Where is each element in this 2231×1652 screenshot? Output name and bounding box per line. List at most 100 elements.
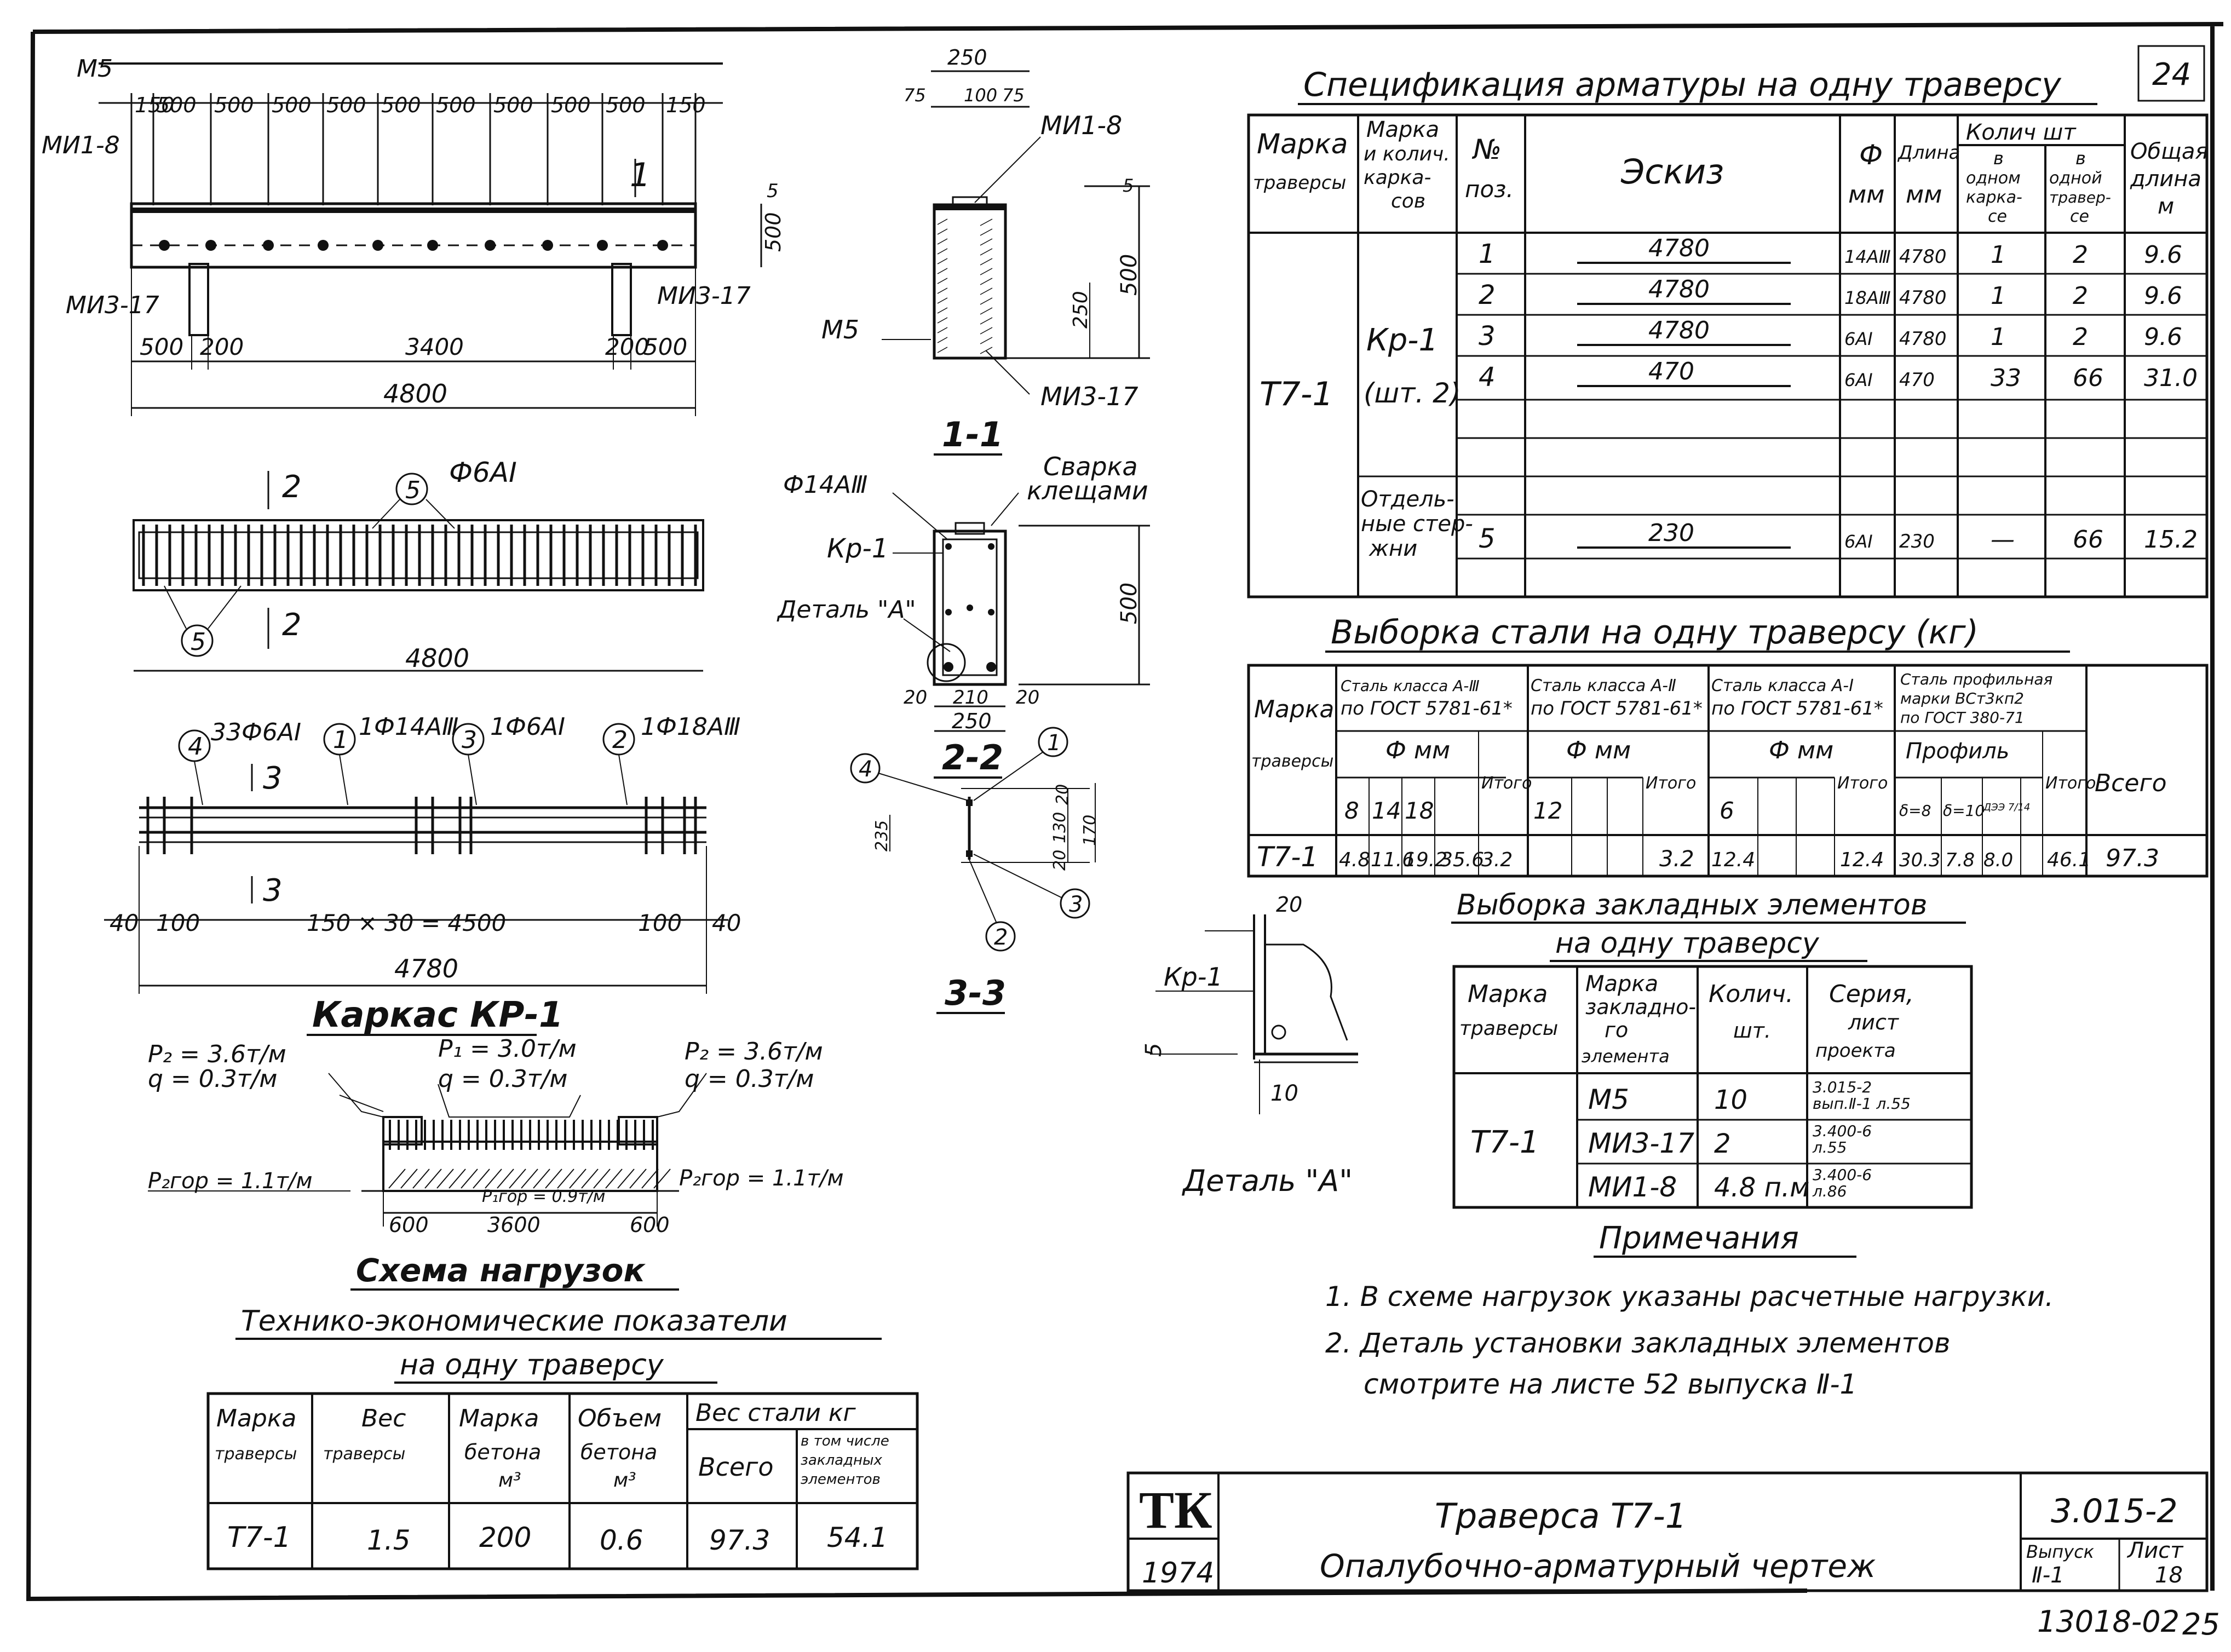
tb-sheet-label: Лист xyxy=(2126,1538,2184,1563)
spec-row-pos: 3 xyxy=(1479,321,1496,352)
sec33-pos-2: 2 xyxy=(994,925,1008,950)
steel-v-grand-total: 97.3 xyxy=(2106,844,2159,872)
steel-title: Выборка стали на одну траверсу (кг) xyxy=(1331,613,1979,652)
spec-h-qtyc-2: одном xyxy=(1966,169,2021,188)
spec-row-sketch: 230 xyxy=(1648,519,1694,547)
spec-row-qty-cage: 1 xyxy=(1991,282,2006,310)
cage-leader xyxy=(468,754,477,805)
elev-top-dim: 500 xyxy=(606,93,646,117)
spec-row-sketch: 4780 xyxy=(1648,234,1710,262)
spec-row-length: 4780 xyxy=(1899,328,1947,350)
concrete-hatch xyxy=(980,258,993,266)
tech-h-steel-total: Всего xyxy=(698,1452,773,1482)
sec22-bottom-1: 20 xyxy=(904,687,927,709)
steel-h-prof-d8: δ=8 xyxy=(1899,802,1931,820)
sec11-title: 1-1 xyxy=(942,415,1003,454)
load-title: Схема нагрузок xyxy=(356,1252,646,1289)
spec-sep-1: Отдель- xyxy=(1361,487,1454,512)
spec-h-pos-2: поз. xyxy=(1465,176,1514,203)
spec-row-qty-cage: 1 xyxy=(1991,241,2006,269)
sec11-d5: 5 xyxy=(1123,175,1134,196)
spec-row-sketch: 4780 xyxy=(1648,316,1710,344)
concrete-hatch xyxy=(980,297,993,305)
cage-dim: 100 xyxy=(638,910,682,936)
spec-row-diam: 14АⅢ xyxy=(1844,246,1891,267)
spec-h-qtyb-1: в xyxy=(2075,148,2086,169)
tech-h-mark-1: Марка xyxy=(216,1405,296,1432)
sec11-d250: 250 xyxy=(1070,291,1092,329)
load-hatch xyxy=(473,1169,490,1189)
emb-title-1: Выборка закладных элементов xyxy=(1457,889,1928,922)
steel-v-prof-total: 46.1 xyxy=(2047,849,2091,871)
title-block: ТК 1974 Траверса Т7-1 Опалубочно-арматур… xyxy=(1126,1471,2209,1592)
label-mi3-17-right: МИ3-17 xyxy=(657,282,751,310)
sec33-d20a: 20 xyxy=(1053,784,1072,805)
spec-row-pos: 1 xyxy=(1479,239,1496,269)
spec-row-qty-beam: 66 xyxy=(2073,364,2103,392)
spec-row-diam: 6АI xyxy=(1844,531,1873,552)
cage-callout-text: 1Ф18АⅢ xyxy=(641,713,740,741)
steel-v-prof-d10: 7.8 xyxy=(1945,849,1975,871)
tech-h-mark-2: траверсы xyxy=(215,1444,297,1464)
sec33-d235: 235 xyxy=(872,820,892,851)
steel-h-mark-1: Марка xyxy=(1254,695,1334,723)
sec33-d170: 170 xyxy=(1080,815,1100,846)
concrete-hatch xyxy=(937,327,948,333)
steel-h-a2-1: Сталь класса А-Ⅱ xyxy=(1531,676,1676,695)
spec-row-total: 9.6 xyxy=(2144,241,2182,269)
emb-title-2: на одну траверсу xyxy=(1555,927,1820,960)
cage-overall: 4780 xyxy=(394,954,458,983)
cage-cut-3-bot: 3 xyxy=(263,873,283,908)
spec-h-mark-2: траверсы xyxy=(1253,172,1346,194)
load-hor-mid: P₁гор = 0.9т/м xyxy=(482,1187,605,1206)
sec33-d20b: 20 xyxy=(1050,850,1070,871)
load-hatch xyxy=(400,1169,418,1189)
elev-top-dim: 500 xyxy=(436,93,476,117)
concrete-hatch xyxy=(980,307,993,315)
steel-h-prof-dee: ДЭЭ 7/14 xyxy=(1983,802,2030,813)
elev-anchor-dot xyxy=(159,240,170,251)
concrete-hatch xyxy=(980,278,993,285)
steel-h-prof-2: марки ВСт3кп2 xyxy=(1900,689,2024,707)
tech-v-concrete: 200 xyxy=(479,1522,531,1553)
spec-h-cage-1: Марка xyxy=(1366,117,1439,142)
tech-v-volume: 0.6 xyxy=(600,1524,643,1556)
cage-dim: 100 xyxy=(156,910,200,936)
emb-h-elem-1: Марка xyxy=(1585,971,1658,997)
load-hatch xyxy=(569,1169,586,1189)
emb-row-elem: М5 xyxy=(1588,1084,1629,1115)
spec-row-diam: 6АI xyxy=(1844,329,1873,349)
elev-top-dim: 150 xyxy=(666,93,706,117)
emb-row-qty: 4.8 п.м xyxy=(1714,1172,1809,1203)
concrete-hatch xyxy=(980,228,993,236)
concrete-hatch xyxy=(937,317,948,324)
tech-econ-table: Марка траверсы Вес траверсы Марка бетона… xyxy=(206,1392,919,1570)
elev-anchor-dot xyxy=(318,240,329,251)
concrete-hatch xyxy=(980,317,993,325)
concrete-hatch xyxy=(980,327,993,335)
spec-row-sketch: 4780 xyxy=(1648,275,1710,303)
concrete-hatch xyxy=(980,337,993,344)
tech-v-weight: 1.5 xyxy=(367,1524,411,1556)
spec-row-qty-beam: 2 xyxy=(2073,241,2088,269)
sec22-f14: Ф14АⅢ xyxy=(783,471,867,499)
elev-bottom-dim: 3400 xyxy=(405,333,464,360)
concrete-hatch xyxy=(980,238,993,246)
tech-h-vol-2: бетона xyxy=(580,1440,657,1464)
steel-h-a3-1: Сталь класса А-Ⅲ xyxy=(1341,677,1480,695)
steel-h-prof-3: по ГОСТ 380-71 xyxy=(1900,709,2025,727)
plan-cut-2-top: 2 xyxy=(282,469,302,505)
concrete-hatch xyxy=(937,278,948,284)
plan-bar-label: Ф6АI xyxy=(449,457,517,488)
steel-v-prof-d8: 30.3 xyxy=(1899,849,1941,871)
sec33-title: 3-3 xyxy=(945,973,1006,1013)
tech-h-steel-emb-1: в том числе xyxy=(801,1433,889,1449)
tech-h-steel: Вес стали кг xyxy=(695,1399,856,1427)
load-dim-3: 600 xyxy=(630,1213,670,1237)
spec-h-qtyc-1: в xyxy=(1993,148,2004,169)
load-hor-left: P₂гор = 1.1т/м xyxy=(148,1169,313,1194)
load-hatch xyxy=(412,1169,430,1189)
detailA-title: Деталь "А" xyxy=(1182,1164,1353,1198)
tech-h-weight-1: Вес xyxy=(361,1405,406,1432)
